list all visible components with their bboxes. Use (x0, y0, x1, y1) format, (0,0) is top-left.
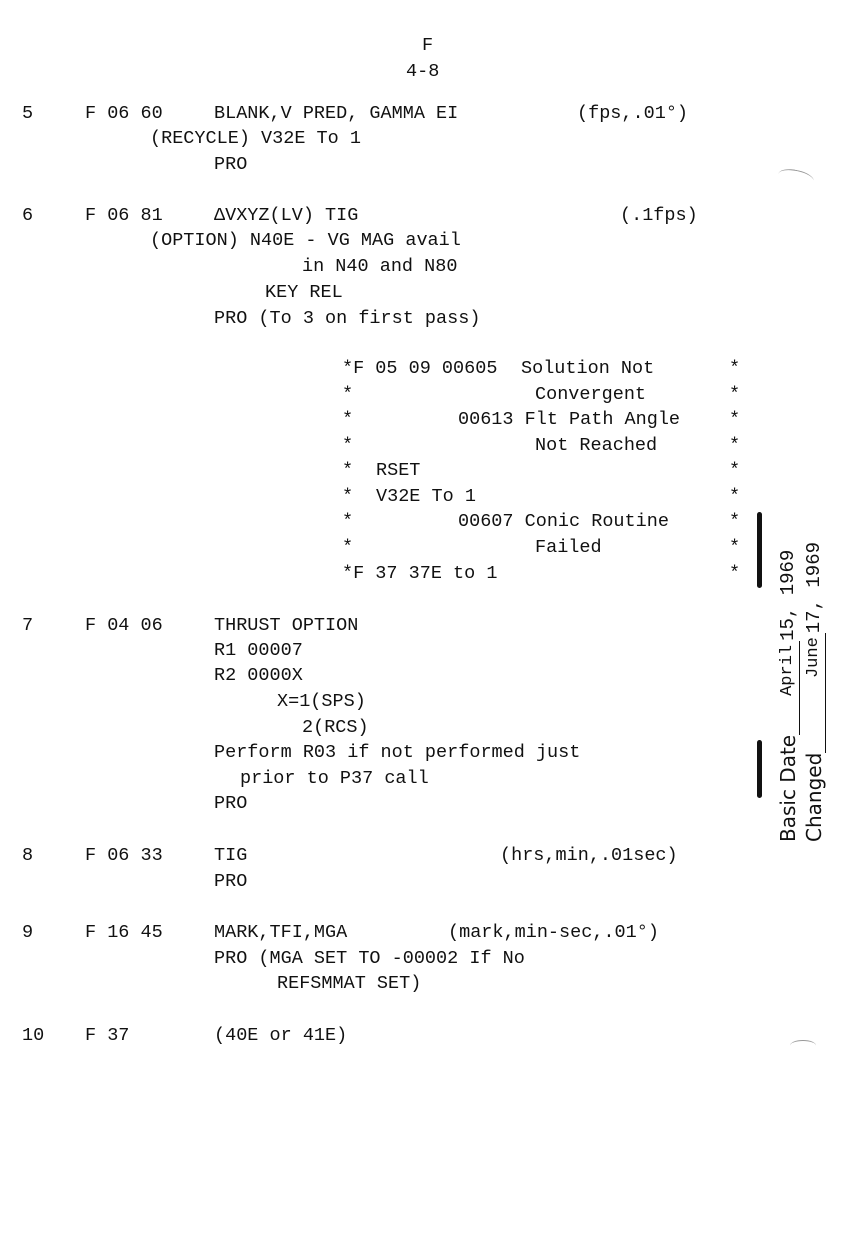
alarm-prefix: * (342, 435, 354, 456)
changed-date-label: Changed (802, 752, 826, 842)
change-bar (757, 512, 762, 588)
box-star: * (729, 563, 741, 584)
step-units: (.1fps) (620, 205, 698, 226)
changed-date-value: 17, 1969 (803, 542, 825, 634)
step-line: R1 00007 (214, 640, 303, 661)
box-star: * (729, 358, 741, 379)
alarm-prefix: * (342, 460, 354, 481)
step-units: (hrs,min,.01sec) (500, 845, 678, 866)
basic-date-row: Basic Date April 15, 1969 (774, 542, 800, 842)
step-number: 10 (22, 1025, 45, 1046)
alarm-prefix: *F 05 09 00605 (342, 358, 498, 379)
step-number: 9 (22, 922, 34, 943)
step-code: F 16 45 (85, 922, 163, 943)
step-line: PRO (214, 871, 248, 892)
step-number: 6 (22, 205, 34, 226)
change-bar (757, 740, 762, 798)
page-section: F (422, 35, 434, 56)
step-units: (fps,.01°) (577, 103, 689, 124)
step-text: TIG (214, 845, 248, 866)
step-line: (RECYCLE) V32E To 1 (150, 128, 361, 149)
step-line: X=1(SPS) (277, 691, 366, 712)
alarm-prefix: * (342, 537, 354, 558)
box-star: * (729, 486, 741, 507)
step-number: 5 (22, 103, 34, 124)
step-line: 2(RCS) (302, 717, 369, 738)
step-code: F 37 (85, 1025, 130, 1046)
basic-date-value: 15, 1969 (777, 549, 799, 641)
page-mark (790, 1040, 816, 1051)
step-code: F 04 06 (85, 615, 163, 636)
alarm-text: Not Reached (535, 435, 658, 456)
alarm-prefix: * (342, 409, 354, 430)
alarm-prefix: * (342, 384, 354, 405)
step-line: R2 0000X (214, 665, 303, 686)
step-text: (40E or 41E) (214, 1025, 348, 1046)
page-number: 4-8 (406, 61, 440, 82)
step-text: BLANK,V PRED, GAMMA EI (214, 103, 459, 124)
box-star: * (729, 511, 741, 532)
step-number: 8 (22, 845, 34, 866)
step-line: in N40 and N80 (302, 256, 458, 277)
alarm-text: V32E To 1 (376, 486, 476, 507)
step-code: F 06 81 (85, 205, 163, 226)
step-line: PRO (214, 154, 248, 175)
date-block: Basic Date April 15, 1969 Changed June 1… (774, 542, 826, 842)
alarm-text: Convergent (535, 384, 647, 405)
box-star: * (729, 409, 741, 430)
step-line: (OPTION) N40E - VG MAG avail (150, 230, 461, 251)
box-star: * (729, 460, 741, 481)
step-units: (mark,min-sec,.01°) (448, 922, 659, 943)
page-mark (776, 166, 816, 189)
basic-date-month: April (777, 640, 800, 735)
changed-date-month: June (803, 633, 826, 753)
step-line: Perform R03 if not performed just (214, 742, 581, 763)
alarm-text: Failed (535, 537, 602, 558)
changed-date-row: Changed June 17, 1969 (800, 542, 826, 842)
box-star: * (729, 384, 741, 405)
step-line: PRO (MGA SET TO -00002 If No (214, 948, 525, 969)
alarm-prefix: *F 37 37E to 1 (342, 563, 498, 584)
box-star: * (729, 435, 741, 456)
step-line: REFSMMAT SET) (277, 973, 422, 994)
step-number: 7 (22, 615, 34, 636)
step-code: F 06 60 (85, 103, 163, 124)
basic-date-label: Basic Date (776, 734, 800, 842)
step-line: PRO (To 3 on first pass) (214, 308, 481, 329)
step-line: PRO (214, 793, 248, 814)
alarm-text: 00607 Conic Routine (458, 511, 669, 532)
step-text: THRUST OPTION (214, 615, 359, 636)
alarm-text: RSET (376, 460, 421, 481)
step-text: MARK,TFI,MGA (214, 922, 348, 943)
box-star: * (729, 537, 741, 558)
alarm-text: 00613 Flt Path Angle (458, 409, 681, 430)
step-line: prior to P37 call (240, 768, 429, 789)
alarm-text: Solution Not (521, 358, 655, 379)
alarm-prefix: * (342, 511, 354, 532)
alarm-prefix: * (342, 486, 354, 507)
step-text: ΔVXYZ(LV) TIG (214, 205, 359, 226)
step-line: KEY REL (265, 282, 343, 303)
step-code: F 06 33 (85, 845, 163, 866)
